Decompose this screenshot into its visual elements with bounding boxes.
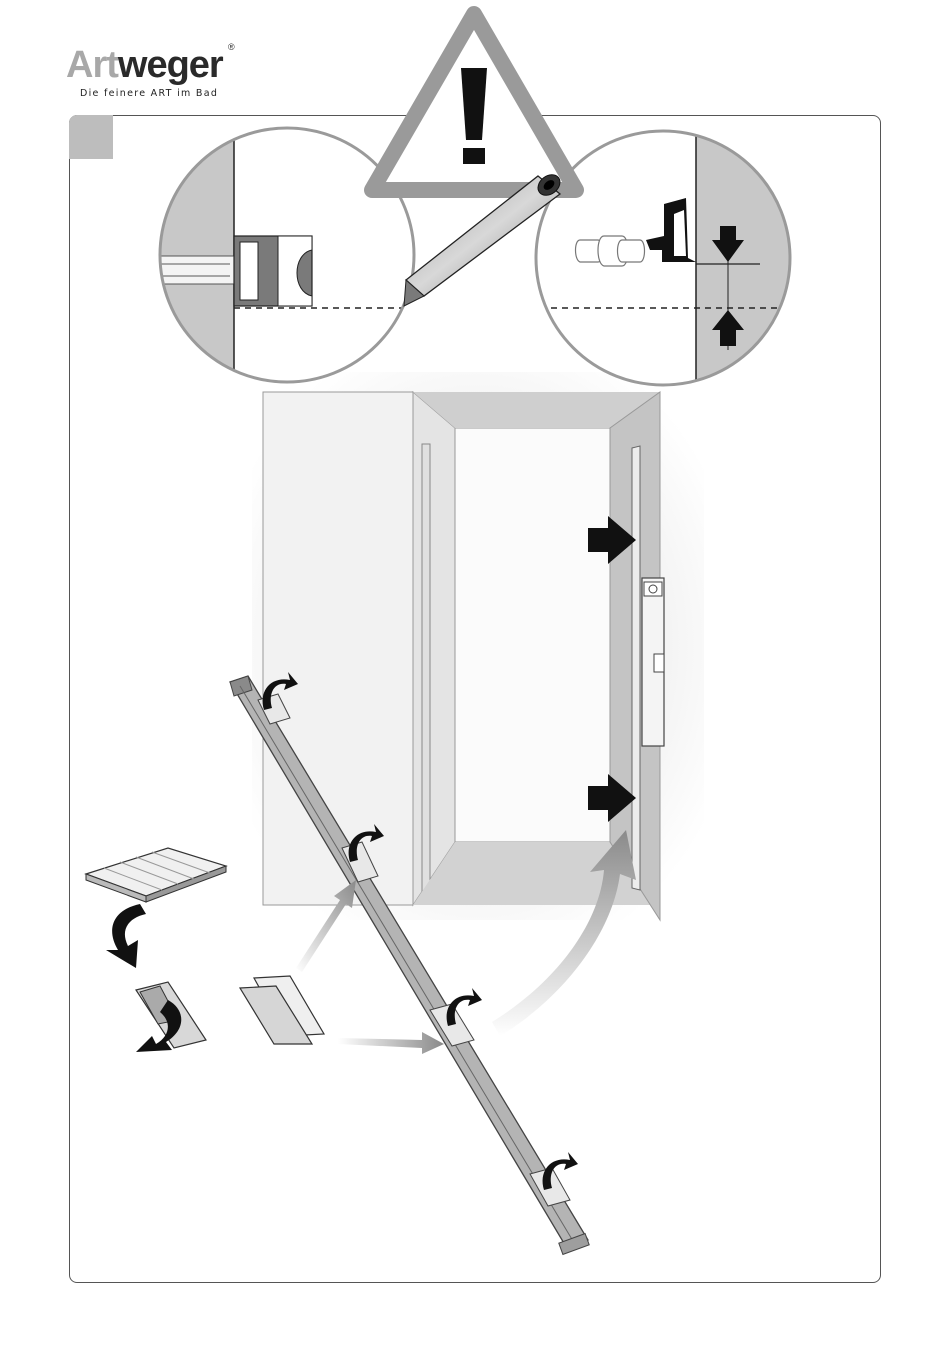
- back-wall: [455, 428, 610, 842]
- peeled-tape: [136, 982, 206, 1052]
- spirit-level-icon: [642, 578, 664, 746]
- straight-arrow-icon: [338, 1032, 444, 1054]
- warning-triangle-icon: [372, 14, 576, 190]
- tape-sheet: [240, 976, 324, 1044]
- detail-circle-right: [536, 120, 806, 400]
- left-wall: [263, 392, 455, 905]
- tape-sheet-pack: [86, 848, 226, 902]
- wall-profile-mounted: [632, 446, 640, 890]
- curve-down-arrow-icon: [106, 904, 146, 968]
